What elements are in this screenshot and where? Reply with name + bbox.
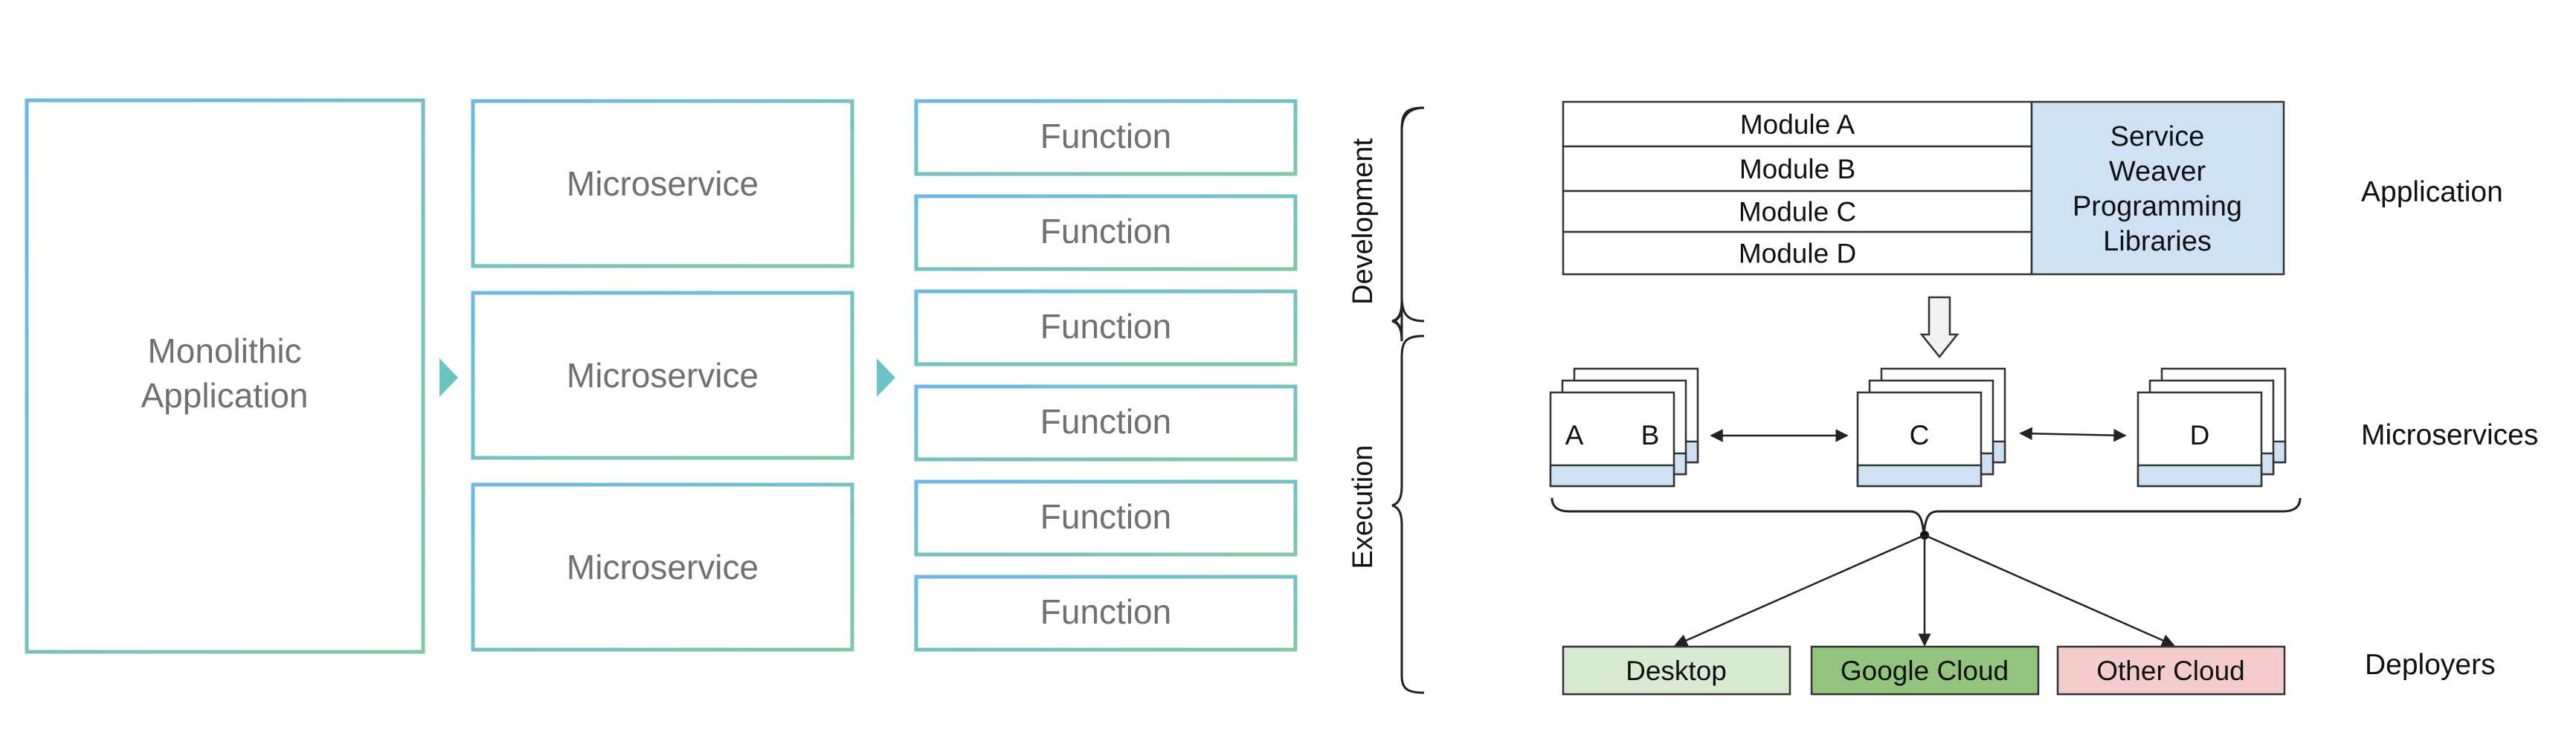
module-table: Module A Module B Module C Module D <box>1562 100 2033 276</box>
microservice-stack: C <box>1856 367 2006 488</box>
deployer-row: Desktop Google Cloud Other Cloud <box>1562 645 2286 696</box>
microservice-box: Microservice <box>471 482 854 652</box>
microservice-label: Microservice <box>567 164 759 203</box>
microservices-brace <box>1551 497 2302 536</box>
microservice-label: Microservice <box>567 356 759 395</box>
microservice-label: Microservice <box>567 548 759 586</box>
development-brace <box>1391 106 1425 342</box>
module-label: Module D <box>1739 239 1856 269</box>
function-box: Function <box>914 194 1298 271</box>
function-label: Function <box>1040 307 1171 346</box>
function-label: Function <box>1040 117 1171 155</box>
microservice-stack: D <box>2137 367 2287 488</box>
function-box: Function <box>914 479 1298 557</box>
module-row: Module A <box>1562 100 2033 148</box>
arrow-right-icon <box>877 358 895 397</box>
monolith-label-line-1: Monolithic <box>147 332 301 370</box>
module-row: Module B <box>1562 145 2033 193</box>
down-arrow-icon <box>1919 296 1960 359</box>
deploy-arrow <box>1674 534 1925 647</box>
deployer-label: Desktop <box>1626 656 1727 686</box>
row-label-deployers: Deployers <box>2365 649 2496 681</box>
library-label-line-2: Weaver <box>2109 156 2206 187</box>
function-box: Function <box>914 575 1298 652</box>
module-label: Module A <box>1740 109 1855 140</box>
deployer-label: Other Cloud <box>2096 656 2245 686</box>
function-column: FunctionFunctionFunctionFunctionFunction… <box>914 99 1298 652</box>
brace-join <box>1400 295 1425 323</box>
execution-brace-path <box>1391 334 1425 694</box>
microservice-box: Microservice <box>471 99 854 268</box>
component-label: D <box>2190 420 2210 450</box>
library-label-line-3: Programming <box>2073 191 2242 222</box>
deployer-box: Google Cloud <box>1810 645 2040 696</box>
row-label-application: Application <box>2361 176 2503 208</box>
deploy-arrow <box>1924 534 2175 647</box>
component-label: B <box>1641 420 1660 450</box>
development-label: Development <box>1347 138 1379 305</box>
deployer-label: Google Cloud <box>1841 656 2009 686</box>
function-label: Function <box>1040 402 1171 441</box>
function-box: Function <box>914 289 1298 366</box>
execution-label: Execution <box>1347 445 1379 569</box>
arrow-right-icon <box>439 358 458 397</box>
monolith-label-line-2: Application <box>141 376 308 415</box>
module-row: Module D <box>1562 230 2033 276</box>
development-brace-path <box>1391 106 1425 340</box>
connection-arrow <box>2019 427 2127 442</box>
deployer-box: Desktop <box>1562 645 1791 696</box>
function-label: Function <box>1040 497 1171 536</box>
monolith-box: Monolithic Application <box>25 98 425 654</box>
deployer-box: Other Cloud <box>2056 645 2286 696</box>
programming-libraries-box: Service Weaver Programming Libraries <box>2030 100 2285 276</box>
microservice-box: Microservice <box>471 291 854 460</box>
component-label: A <box>1565 420 1584 450</box>
function-label: Function <box>1040 592 1171 631</box>
function-box: Function <box>914 384 1298 462</box>
library-label-line-4: Libraries <box>2103 226 2212 257</box>
row-label-microservices: Microservices <box>2361 419 2538 451</box>
component-label: C <box>1910 420 1930 450</box>
function-label: Function <box>1040 212 1171 250</box>
module-row: Module C <box>1562 190 2033 233</box>
library-label-line-1: Service <box>2110 121 2205 152</box>
function-box: Function <box>914 99 1298 176</box>
module-label: Module C <box>1739 197 1856 227</box>
module-label: Module B <box>1739 154 1855 184</box>
